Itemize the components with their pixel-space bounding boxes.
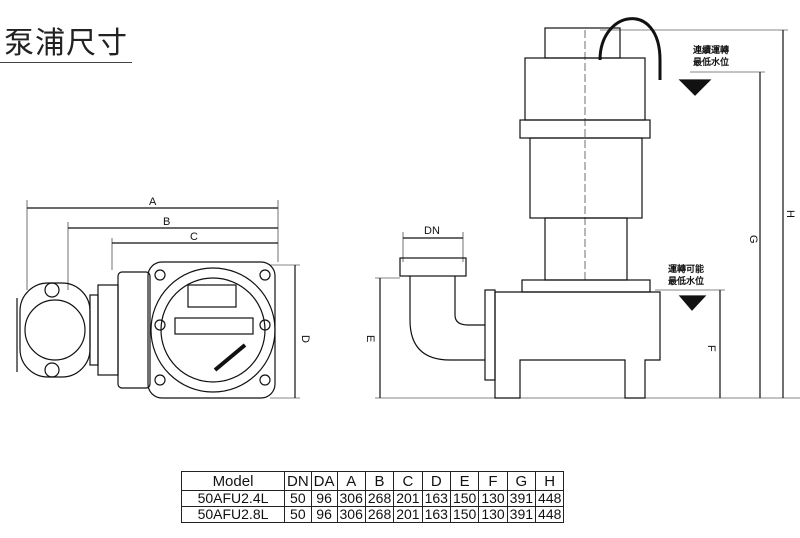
cell: 50 [284, 506, 312, 523]
cell: 268 [364, 490, 395, 507]
title-underline [0, 62, 132, 63]
col-d: D [421, 471, 451, 491]
cell: 50AFU2.8L [181, 506, 285, 523]
dim-DN: DN [424, 225, 440, 237]
cell: 163 [421, 490, 451, 507]
col-f: F [478, 471, 508, 491]
col-b: B [364, 471, 395, 491]
dim-A: A [149, 196, 157, 208]
dim-F: F [705, 345, 717, 352]
top-view [16, 200, 300, 399]
cell: 150 [449, 506, 480, 523]
cell: 391 [506, 506, 537, 523]
cell: 150 [449, 490, 480, 507]
col-a: A [336, 471, 366, 491]
col-h: H [535, 471, 565, 491]
label-line: 最低水位 [668, 277, 705, 287]
cell: 201 [393, 506, 423, 523]
dim-C: C [190, 231, 198, 243]
cell: 306 [336, 490, 366, 507]
dim-D: D [299, 335, 311, 343]
cell: 50 [284, 490, 312, 507]
cell: 96 [310, 506, 338, 523]
cell: 306 [336, 506, 366, 523]
cell: 201 [393, 490, 423, 507]
cell: 391 [506, 490, 537, 507]
cell: 96 [310, 490, 338, 507]
cell: 448 [535, 490, 565, 507]
col-c: C [393, 471, 423, 491]
dim-G: G [747, 235, 759, 244]
dim-B: B [163, 216, 170, 228]
col-g: G [506, 471, 537, 491]
dim-H: H [784, 210, 796, 218]
table-header: Model DN DA A B C D E F G H [181, 471, 565, 491]
col-da: DA [310, 471, 338, 491]
continuous-min-level-label: 連續運轉 最低水位 [693, 45, 729, 69]
label-line: 運轉可能 [668, 265, 705, 275]
col-e: E [449, 471, 480, 491]
dim-E: E [364, 335, 376, 342]
operable-min-level-label: 運轉可能 最低水位 [668, 264, 704, 288]
col-dn: DN [284, 471, 312, 491]
cell: 50AFU2.4L [181, 490, 285, 507]
cell: 163 [421, 506, 451, 523]
cell: 130 [478, 490, 508, 507]
side-view [375, 17, 800, 399]
label-line: 連續運轉 [693, 46, 730, 56]
cell: 130 [478, 506, 508, 523]
page-title: 泵浦尺寸 [4, 26, 128, 61]
cell: 268 [364, 506, 395, 523]
cell: 448 [535, 506, 565, 523]
label-line: 最低水位 [693, 58, 730, 68]
col-model: Model [181, 471, 285, 491]
